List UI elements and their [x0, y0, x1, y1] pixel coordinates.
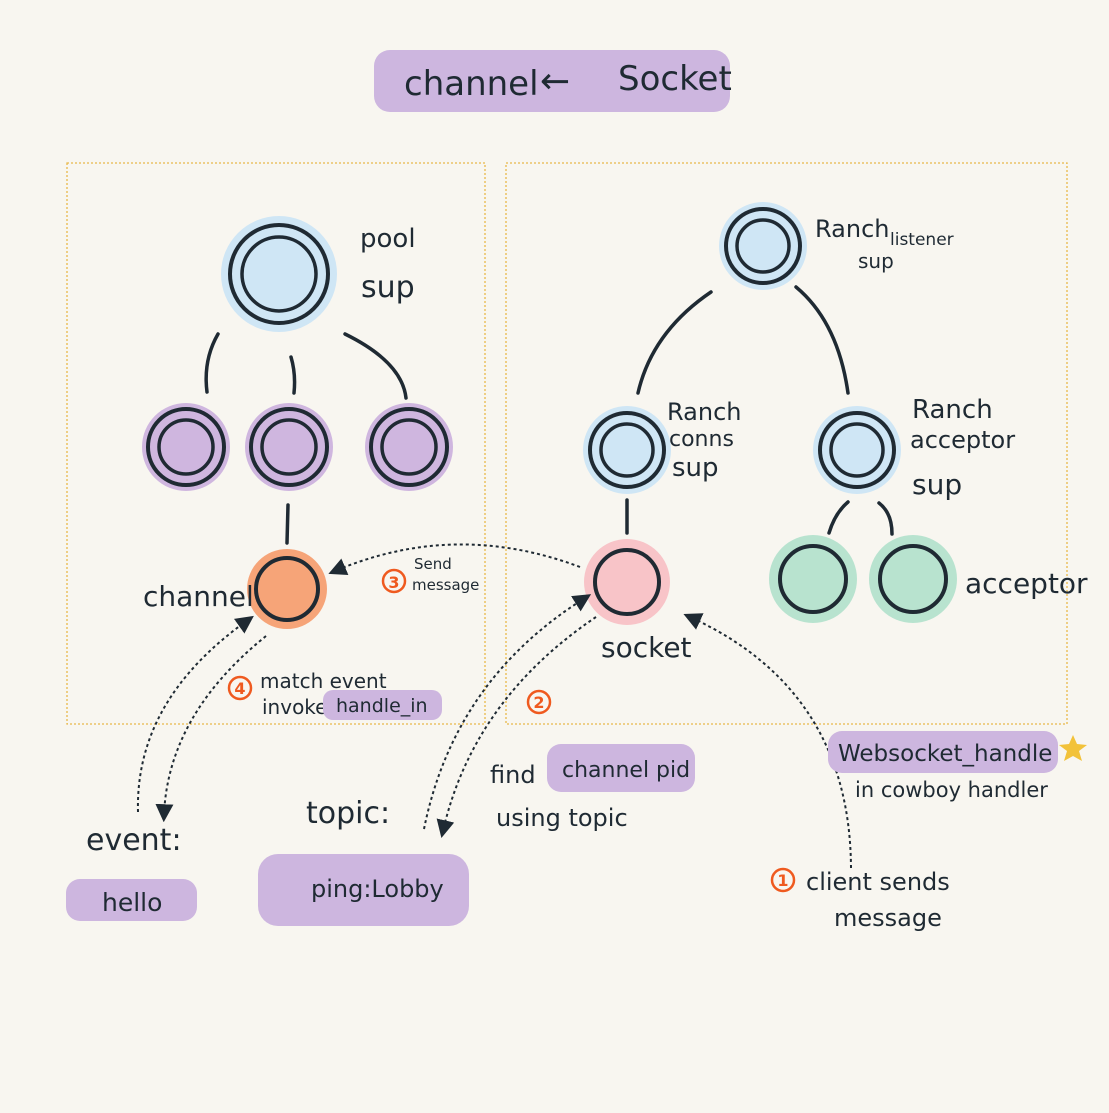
- pool-sup-label-1: pool: [360, 224, 416, 254]
- step-2-line2: using topic: [496, 804, 628, 832]
- step-3-number: 3: [388, 573, 399, 592]
- ranch-conns-sup-node: [583, 406, 671, 494]
- topic-note: topic: ping:Lobby: [258, 796, 469, 926]
- title: channel ← Socket: [374, 50, 732, 112]
- step-2-badge: [526, 689, 552, 715]
- listener-label-3: sup: [858, 249, 894, 273]
- pool-child-node-2: [245, 403, 333, 491]
- step-3-line1: Send: [414, 555, 452, 573]
- channel-pid-text: channel pid: [562, 758, 690, 783]
- websocket-handle-text: Websocket_handle: [838, 741, 1052, 767]
- channel-node: [247, 549, 327, 629]
- event-value-text: hello: [102, 888, 162, 917]
- conns-label-1: Ranch: [667, 398, 741, 426]
- right-tree-edges: [625, 285, 894, 536]
- arrow-event-down: [155, 635, 267, 823]
- title-left: channel: [404, 64, 539, 104]
- arrow-event-up: [136, 615, 254, 813]
- listener-label-1: Ranch: [815, 215, 889, 243]
- step-4-line1: match event: [260, 669, 387, 693]
- acceptor-node-2: [869, 535, 957, 623]
- step-3: 3 Send message: [381, 555, 479, 594]
- step-4-invoke: invoke: [262, 695, 327, 719]
- pool-child-node-1: [142, 403, 230, 491]
- step-1-line1: client sends: [806, 868, 950, 896]
- acceptor-node-1: [769, 535, 857, 623]
- title-right: Socket: [618, 59, 732, 99]
- acceptor-sup-label-2: acceptor: [910, 426, 1015, 454]
- handle-in-text: handle_in: [336, 695, 428, 717]
- topic-label: topic:: [306, 796, 390, 831]
- arrow-topic-up: [423, 594, 592, 830]
- conns-label-2: conns: [669, 427, 734, 452]
- websocket-handle-chip: [828, 731, 1058, 773]
- step-1-number: 1: [777, 871, 788, 890]
- arrow-send-message: [328, 543, 581, 576]
- star-icon: [1059, 735, 1087, 761]
- listener-label-2: listener: [890, 230, 954, 250]
- step-4: 4 match event invoke handle_in: [227, 669, 442, 720]
- socket-label: socket: [601, 631, 692, 664]
- topic-value-chip: [258, 854, 469, 926]
- conns-label-3: sup: [672, 453, 719, 483]
- step-3-badge: [381, 568, 407, 594]
- step-1-line2: message: [834, 904, 942, 932]
- channel-box: [66, 162, 486, 725]
- socket-node: [584, 539, 670, 625]
- step-2-find: find: [490, 761, 536, 789]
- acceptor-sup-label-1: Ranch: [912, 395, 993, 425]
- websocket-note: Websocket_handle in cowboy handler: [828, 731, 1087, 802]
- event-value-chip: [66, 879, 197, 921]
- pool-sup-node: [221, 216, 337, 332]
- step-2: 2 find channel pid using topic: [490, 689, 695, 832]
- acceptor-sup-label-3: sup: [912, 468, 962, 501]
- step-1-badge: [770, 867, 796, 893]
- step-4-badge: [227, 675, 253, 701]
- channel-label: channel: [143, 580, 254, 613]
- flow-arrows: [136, 543, 852, 869]
- step-1: 1 client sends message: [770, 867, 950, 932]
- title-chip: [374, 50, 730, 112]
- arrow-client-message: [683, 613, 852, 869]
- title-arrow: ←: [540, 61, 570, 102]
- topic-value-text: ping:Lobby: [311, 875, 444, 903]
- ranch-listener-sup-node: [719, 202, 807, 290]
- socket-box: [505, 162, 1068, 725]
- event-note: event: hello: [66, 823, 197, 921]
- pool-sup-label-2: sup: [361, 270, 415, 305]
- event-label: event:: [86, 823, 182, 858]
- pool-child-node-3: [365, 403, 453, 491]
- acceptor-label: acceptor: [965, 567, 1088, 600]
- handle-in-chip: [323, 690, 442, 720]
- arrow-topic-down: [436, 616, 597, 839]
- step-2-number: 2: [533, 693, 544, 712]
- left-tree-edges: [204, 332, 408, 545]
- ranch-acceptor-sup-node: [813, 406, 901, 494]
- step-3-line2: message: [412, 576, 479, 594]
- channel-pid-chip: [547, 744, 695, 792]
- step-4-number: 4: [234, 679, 245, 698]
- websocket-line2: in cowboy handler: [855, 778, 1048, 802]
